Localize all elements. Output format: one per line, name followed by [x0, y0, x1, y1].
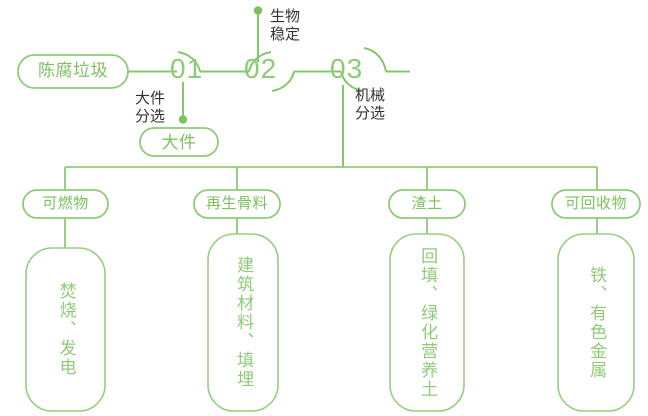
bulky-connector-dot [178, 115, 188, 124]
usage-text-1: 焚烧、发电 [56, 282, 76, 377]
step01-arc [177, 51, 201, 72]
product-label-3: 渣土 [411, 195, 443, 212]
product-pill-outline-4 [551, 189, 641, 219]
biostable-connector-dot [253, 6, 263, 15]
step-number-01: 01 [170, 53, 204, 84]
step03-arc-lower [340, 71, 364, 92]
product-label-2: 再生骨料 [205, 195, 268, 212]
step-number-02: 02 [244, 53, 278, 84]
usage-text-3: 回填、绿化营养土 [418, 246, 438, 399]
step-process-label-01: 大件 分选 [135, 90, 166, 126]
usage-box-outline-2 [207, 233, 279, 412]
source-label: 陈腐垃圾 [38, 61, 108, 80]
usage-text-wrap-3: 回填、绿化营养土 [390, 234, 464, 411]
usage-text-wrap-4: 铁、有色金属 [558, 234, 634, 411]
step-number-03: 03 [330, 53, 364, 84]
step-process-label-03: 机械 分选 [355, 87, 386, 123]
step02-arc-lower [271, 71, 295, 92]
usage-box-outline-4 [557, 233, 635, 412]
product-label-4: 可回收物 [564, 195, 627, 212]
usage-text-wrap-1: 焚烧、发电 [26, 248, 105, 411]
bulky-output-label: 大件 [161, 133, 197, 152]
product-label-1: 可燃物 [42, 195, 89, 212]
step-process-label-02: 生物 稳定 [270, 8, 301, 44]
usage-box-outline-1 [25, 247, 106, 412]
usage-text-2: 建筑材料、填埋 [234, 256, 254, 389]
step02-arc-upper [248, 51, 272, 72]
usage-text-wrap-2: 建筑材料、填埋 [208, 234, 278, 411]
step03-arc-upper [363, 47, 387, 72]
usage-box-outline-3 [389, 233, 465, 412]
bulky-output-pill-outline [139, 127, 219, 157]
usage-text-4: 铁、有色金属 [587, 265, 607, 380]
